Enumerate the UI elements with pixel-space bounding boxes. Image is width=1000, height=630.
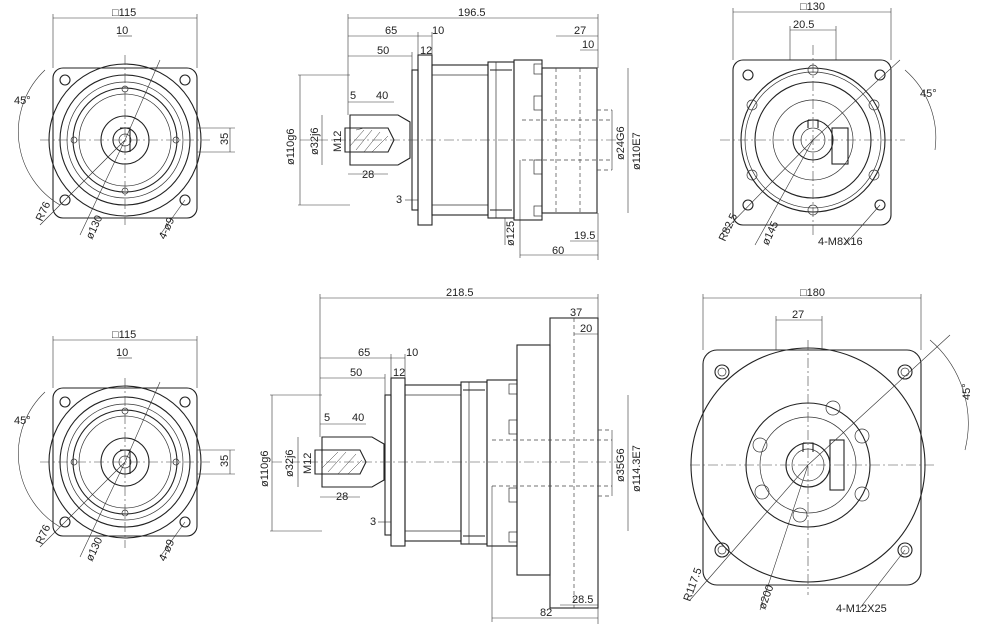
tc-shaft2-label: ø32j6 (309, 127, 321, 155)
tl-radius-label: R76 (34, 200, 53, 223)
tl-height-label: 35 (219, 133, 231, 145)
br-angle-label: 45° (961, 383, 973, 400)
tc-d40-label: 40 (376, 90, 388, 102)
br-holes-label: 4-M12X25 (836, 603, 887, 615)
tc-d12-label: 12 (420, 45, 432, 57)
tr-d20-5-label: 20.5 (793, 19, 814, 31)
br-pcd-label: ø200 (757, 583, 777, 611)
tc-overall-label: 196.5 (458, 7, 486, 19)
bc-shaft2-label: ø32j6 (284, 449, 296, 477)
bc-d65-label: 65 (358, 347, 370, 359)
bc-d28-5-label: 28.5 (572, 594, 593, 606)
tl-angle-label: 45° (14, 95, 31, 107)
tl-holes-label: 4-ø9 (157, 216, 177, 242)
tc-d19-5-label: 19.5 (574, 230, 595, 242)
bl-angle-label: 45° (14, 415, 31, 427)
tc-d5-label: 5 (350, 90, 356, 102)
bc-shaft-dia-label: ø110g6 (259, 451, 271, 488)
bl-radius-label: R76 (34, 523, 53, 546)
tc-shaft-dia-label: ø110g6 (285, 129, 297, 166)
tc-d125-label: ø125 (505, 221, 517, 246)
bottom-center-side-view (270, 294, 629, 624)
tc-d60-label: 60 (552, 245, 564, 257)
bc-d37-label: 37 (570, 307, 582, 319)
top-right-rear-view (719, 8, 937, 246)
tl-square-label: □115 (112, 7, 136, 19)
top-center-side-view (298, 14, 629, 260)
bc-d20-label: 20 (580, 323, 592, 335)
bc-d28-label: 28 (336, 491, 348, 503)
tc-d3-label: 3 (396, 194, 402, 206)
bl-height-label: 35 (219, 455, 231, 467)
bl-key-label: 10 (116, 347, 128, 359)
tr-holes-label: 4-M8X16 (818, 236, 863, 248)
bc-d40-label: 40 (352, 412, 364, 424)
bc-d5-label: 5 (324, 412, 330, 424)
bottom-left-front-view (18, 336, 235, 558)
tc-d10a-label: 10 (432, 25, 444, 37)
bc-d3-label: 3 (370, 516, 376, 528)
tr-pcd-label: ø145 (760, 219, 781, 247)
bc-d50-label: 50 (350, 367, 362, 379)
br-d27-label: 27 (792, 309, 804, 321)
bc-d10a-label: 10 (406, 347, 418, 359)
tr-radius-label: R82.5 (717, 212, 740, 244)
bottom-right-rear-view (689, 294, 969, 611)
br-radius-label: R117.5 (682, 566, 705, 603)
tc-thread-label: M12 (332, 131, 344, 152)
tr-angle-label: 45° (920, 88, 937, 100)
bl-pcd-label: ø130 (84, 535, 105, 563)
tc-d28-label: 28 (362, 169, 374, 181)
tr-square-label: □130 (800, 1, 825, 13)
bc-pilot-label: ø114.3E7 (631, 445, 643, 492)
bc-bore-label: ø35G6 (615, 448, 627, 482)
tl-key-label: 10 (116, 25, 128, 37)
bc-overall-label: 218.5 (446, 287, 474, 299)
br-square-label: □180 (800, 287, 825, 299)
tc-d10b-label: 10 (582, 39, 594, 51)
tc-d50-label: 50 (377, 45, 389, 57)
bl-square-label: □115 (112, 329, 136, 341)
bc-d82-label: 82 (540, 607, 552, 619)
top-left-front-view (18, 14, 235, 236)
bc-d12-label: 12 (393, 367, 405, 379)
tc-bore-label: ø24G6 (615, 126, 627, 160)
tc-d27-label: 27 (574, 25, 586, 37)
bc-thread-label: M12 (302, 453, 314, 474)
tc-pilot-label: ø110E7 (631, 132, 643, 170)
bl-holes-label: 4-ø9 (157, 538, 177, 564)
tc-d65-label: 65 (385, 25, 397, 37)
